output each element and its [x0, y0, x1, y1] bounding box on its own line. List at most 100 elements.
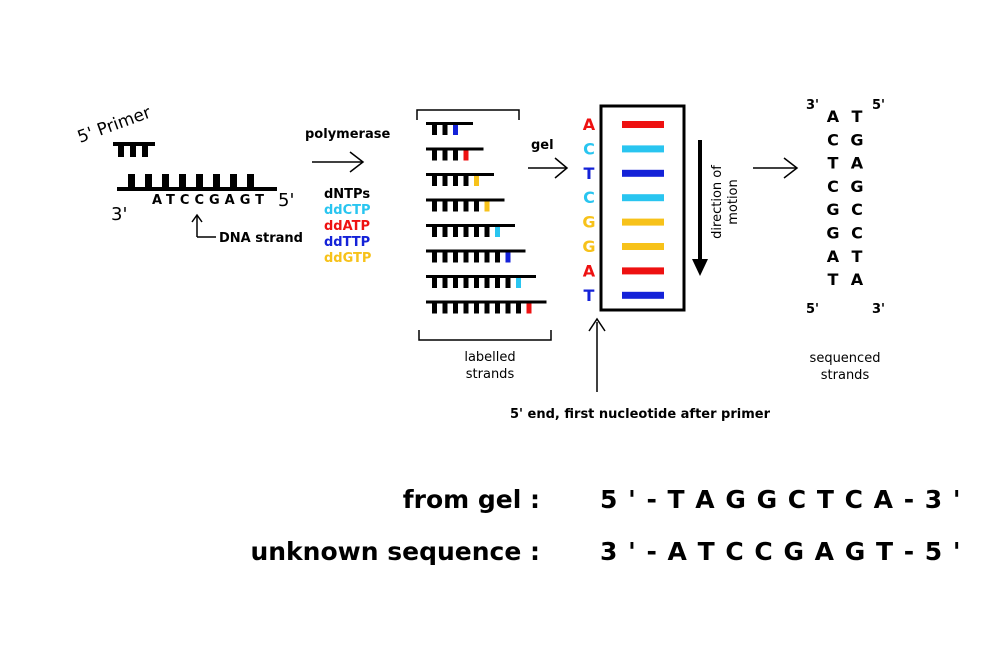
polymerase-label: polymerase	[305, 127, 390, 142]
fragment-terminal-base	[484, 201, 490, 212]
sequenced-left-base: T	[828, 270, 839, 289]
gel-base-letter: G	[582, 237, 595, 256]
template-5prime-label: 5'	[278, 190, 294, 211]
fragment-tooth	[495, 252, 500, 263]
fragment-tooth	[474, 227, 479, 237]
fragment-tooth	[453, 278, 458, 288]
gel-box	[599, 104, 686, 312]
dna-strand-label: DNA strand	[219, 231, 303, 246]
gel-base-letter: T	[584, 286, 595, 305]
gel-band	[622, 243, 664, 250]
sequenced-right-base: A	[851, 270, 864, 289]
reagent-ddttp: ddTTP	[324, 235, 370, 250]
fragment-terminal-base	[453, 125, 458, 135]
result-unknown-value: 3 ' - A T C C G A G T - 5 '	[600, 537, 962, 566]
reagent-ddctp: ddCTP	[324, 203, 371, 218]
labelled-fragments	[426, 122, 547, 314]
fragments-label-line1: labelled	[464, 350, 515, 365]
labelled-fragment	[426, 198, 505, 212]
gel-base-letter: A	[583, 115, 596, 134]
labelled-fragment	[426, 122, 473, 135]
sequenced-left-base: A	[827, 247, 840, 266]
fragment-tooth	[442, 252, 448, 263]
reagent-ddgtp: ddGTP	[324, 251, 371, 266]
sequenced-left-base: G	[826, 200, 839, 219]
template-tooth	[247, 174, 254, 187]
fragment-tooth	[474, 303, 479, 314]
gel-base-letter: T	[584, 164, 595, 183]
fragment-tooth	[442, 303, 448, 314]
fragment-tooth	[484, 278, 490, 288]
result-from-gel-value: 5 ' - T A G G C T C A - 3 '	[600, 485, 962, 514]
gel-band	[622, 194, 664, 202]
fragment-tooth	[463, 278, 469, 288]
sequenced-left-base: A	[827, 107, 840, 126]
labelled-fragment	[426, 249, 526, 263]
template-tooth	[162, 174, 169, 187]
template-tooth	[128, 174, 135, 187]
template-3prime-label: 3'	[111, 204, 127, 225]
fragment-terminal-base	[526, 303, 532, 314]
fragment-tooth	[432, 303, 437, 314]
fragment-tooth	[432, 227, 437, 237]
fragment-tooth	[442, 176, 448, 186]
direction-arrow	[692, 140, 708, 276]
fragment-tooth	[432, 125, 437, 135]
fragment-tooth	[453, 252, 458, 263]
sequenced-left-base: C	[827, 177, 839, 196]
sequenced-right-base: A	[851, 154, 864, 173]
template-tooth	[230, 174, 237, 187]
fragment-tooth	[453, 201, 458, 212]
fragment-tooth	[453, 150, 458, 161]
sequenced-right-base: T	[852, 107, 863, 126]
arrow-to-sequenced	[753, 157, 799, 179]
fragments-bottom-bracket	[418, 330, 552, 341]
fragment-tooth	[484, 252, 490, 263]
fragment-tooth	[516, 303, 521, 314]
template-strand	[117, 174, 277, 191]
labelled-fragment	[426, 147, 484, 161]
fragment-tooth	[453, 227, 458, 237]
gel-base-letter: C	[583, 188, 595, 207]
gel-base-letter: C	[583, 139, 595, 158]
gel-band	[622, 267, 664, 275]
result-from-gel-label: from gel :	[403, 485, 540, 514]
fragment-tooth	[432, 176, 437, 186]
gel-base-letter: G	[582, 213, 595, 232]
sequenced-top-right-end: 5'	[872, 98, 885, 113]
fragment-tooth	[432, 201, 437, 212]
labelled-fragment	[426, 224, 515, 237]
sequenced-right-base: C	[851, 200, 863, 219]
template-tooth	[196, 174, 203, 187]
gel-band	[622, 291, 664, 299]
first-nucleotide-pointer	[588, 317, 606, 392]
fragment-tooth	[463, 303, 469, 314]
sequenced-left-base: T	[828, 154, 839, 173]
reagent-dntps: dNTPs	[324, 187, 370, 202]
fragment-terminal-base	[474, 176, 479, 186]
fragment-tooth	[484, 227, 490, 237]
arrow-to-gel	[528, 157, 569, 179]
fragment-tooth	[505, 278, 511, 288]
fragment-tooth	[463, 201, 469, 212]
fragment-tooth	[463, 252, 469, 263]
sequenced-bottom-left-end: 5'	[806, 302, 819, 317]
gel-band	[622, 121, 664, 128]
fragments-label-line2: strands	[466, 367, 515, 382]
template-tooth	[179, 174, 186, 187]
fragment-tooth	[442, 125, 448, 135]
fragment-tooth	[442, 227, 448, 237]
fragment-tooth	[474, 278, 479, 288]
template-tooth	[145, 174, 152, 187]
fragment-tooth	[432, 278, 437, 288]
fragment-tooth	[463, 176, 469, 186]
fragment-tooth	[442, 150, 448, 161]
sequenced-right-base: T	[852, 247, 863, 266]
gel-label: gel	[531, 138, 554, 153]
fragment-tooth	[442, 278, 448, 288]
gel-bands	[622, 121, 664, 299]
sequenced-bottom-right-end: 3'	[872, 302, 885, 317]
primer	[113, 142, 155, 157]
fragment-terminal-base	[463, 150, 469, 161]
